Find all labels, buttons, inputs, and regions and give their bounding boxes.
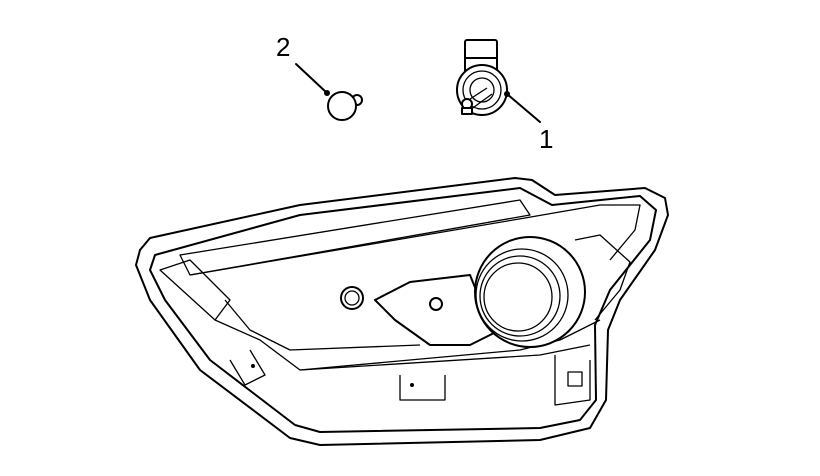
callout-dot-2 [324,90,330,96]
headlamp-bulb [456,39,508,116]
callout-leader-2 [295,63,328,94]
headlamp-assembly [135,177,669,446]
callout-label-2: 2 [276,32,290,62]
small-bulb [327,91,363,121]
callout-leader-1 [506,93,541,123]
callout-label-1: 1 [539,124,553,154]
